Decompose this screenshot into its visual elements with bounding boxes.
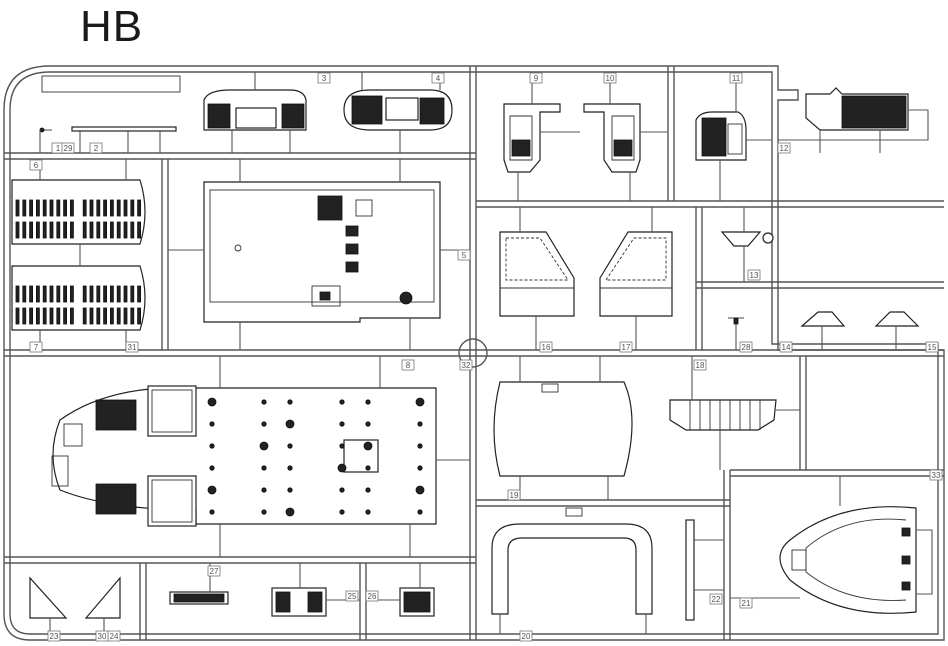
svg-text:16: 16 — [542, 343, 551, 352]
part-nose-cone — [730, 476, 933, 614]
part-side-panel-lower — [11, 244, 146, 350]
part-number-tag: 25 — [345, 590, 359, 602]
part-number-tag: 27 — [207, 565, 221, 577]
svg-text:26: 26 — [368, 592, 377, 601]
part-number-tag: 24 — [107, 630, 121, 642]
part-number-tag: 4 — [431, 72, 445, 84]
part-number-tag: 5 — [457, 249, 471, 261]
part-number-tag: 31 — [125, 341, 139, 353]
part-number-tag: 7 — [29, 341, 43, 353]
part-number-tag: 14 — [779, 341, 793, 353]
part-floor-panel — [168, 159, 470, 350]
svg-text:31: 31 — [128, 343, 137, 352]
part-hatch-panel — [493, 356, 633, 500]
svg-text:24: 24 — [110, 632, 119, 641]
part-dashboard-outrigger — [778, 87, 929, 153]
part-number-tag: 15 — [925, 341, 939, 353]
svg-text:2: 2 — [94, 144, 99, 153]
part-top-console-3 — [203, 72, 307, 153]
svg-text:20: 20 — [522, 632, 531, 641]
svg-text:6: 6 — [34, 161, 39, 170]
svg-text:7: 7 — [34, 343, 39, 352]
part-vertical-rod — [685, 519, 724, 621]
svg-text:25: 25 — [348, 592, 357, 601]
svg-text:5: 5 — [462, 251, 467, 260]
svg-text:33: 33 — [932, 471, 941, 480]
part-small-bracket — [728, 317, 744, 350]
part-bottom-strip — [169, 563, 229, 605]
part-number-tag: 23 — [47, 630, 61, 642]
svg-text:10: 10 — [606, 74, 615, 83]
svg-text:23: 23 — [50, 632, 59, 641]
part-number-tag: 17 — [619, 341, 633, 353]
svg-text:11: 11 — [732, 74, 741, 83]
svg-text:4: 4 — [436, 74, 441, 83]
part-yoke — [720, 207, 774, 282]
part-number-tag: 26 — [365, 590, 379, 602]
part-bottom-bracket-left — [271, 563, 360, 617]
svg-text:32: 32 — [462, 361, 471, 370]
part-number-tag: 16 — [539, 341, 553, 353]
part-bottom-bracket-right — [366, 563, 435, 617]
svg-text:1: 1 — [56, 144, 61, 153]
svg-text:29: 29 — [64, 144, 73, 153]
part-seat-frame-left — [503, 72, 580, 201]
part-number-tag: 12 — [777, 142, 791, 154]
sprue-frame — [3, 65, 945, 641]
part-triangle-left — [29, 576, 68, 634]
svg-text:8: 8 — [406, 361, 411, 370]
svg-text:27: 27 — [210, 567, 219, 576]
svg-text:13: 13 — [750, 271, 759, 280]
part-number-tag: 13 — [747, 269, 761, 281]
part-number-tag: 18 — [693, 359, 707, 371]
svg-text:18: 18 — [696, 361, 705, 370]
svg-text:9: 9 — [534, 74, 539, 83]
svg-text:30: 30 — [98, 632, 107, 641]
part-number-tag: 3 — [317, 72, 331, 84]
part-frame-ribs — [669, 356, 800, 470]
part-group-top-left — [39, 75, 181, 153]
part-number-tag: 19 — [507, 489, 521, 501]
part-vent-right — [874, 311, 920, 350]
svg-text:28: 28 — [742, 343, 751, 352]
part-number-tag: 30 — [95, 630, 109, 642]
svg-text:21: 21 — [742, 599, 751, 608]
svg-text:22: 22 — [712, 595, 721, 604]
part-instrument-panel — [695, 72, 772, 201]
part-side-panel-upper — [11, 159, 146, 245]
svg-text:19: 19 — [510, 491, 519, 500]
part-number-tag: 11 — [729, 72, 743, 84]
part-door-left — [499, 207, 575, 350]
part-triangle-right — [84, 576, 121, 634]
part-vent-left — [800, 311, 846, 350]
sprue-code-label: HB — [80, 2, 144, 51]
svg-text:3: 3 — [322, 74, 327, 83]
part-top-console-4 — [343, 72, 453, 153]
part-number-tag: 2 — [89, 142, 103, 154]
part-number-tag: 20 — [519, 630, 533, 642]
part-number-tag: 6 — [29, 159, 43, 171]
part-number-tag: 8 — [401, 359, 415, 371]
svg-text:15: 15 — [928, 343, 937, 352]
svg-text:12: 12 — [780, 144, 789, 153]
part-number-tag: 22 — [709, 593, 723, 605]
part-number-tag: 32 — [459, 359, 473, 371]
part-number-tag: 10 — [603, 72, 617, 84]
part-number-tag: 29 — [61, 142, 75, 154]
part-cockpit-floor — [51, 356, 470, 557]
part-door-right — [599, 207, 673, 350]
part-number-tag: 21 — [739, 597, 753, 609]
part-number-tag: 9 — [529, 72, 543, 84]
part-seat-frame-right — [583, 72, 668, 201]
part-number-tag: 28 — [739, 341, 753, 353]
svg-text:14: 14 — [782, 343, 791, 352]
svg-text:17: 17 — [622, 343, 631, 352]
part-number-tag: 33 — [929, 469, 943, 481]
part-arch-frame — [491, 507, 653, 634]
